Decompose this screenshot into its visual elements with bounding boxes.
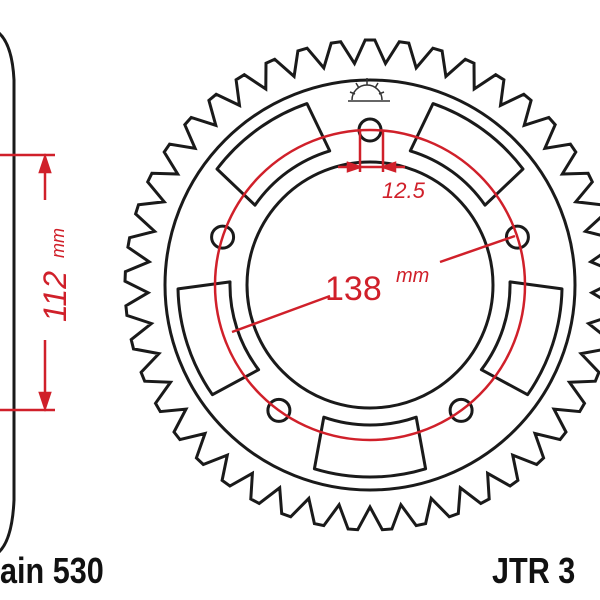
lightening-hole (215, 102, 332, 207)
sprocket-side-profile (0, 31, 16, 553)
bolt-circle-value: 138 (325, 270, 382, 308)
bolt-hole-value: 12.5 (382, 178, 426, 203)
side-view (0, 31, 16, 553)
sprocket-front-view (123, 38, 600, 532)
lightening-hole (408, 102, 525, 207)
lightening-hole (312, 415, 428, 479)
center-bore (245, 160, 495, 410)
arrowhead-up (38, 153, 52, 174)
chain-size-label: ain 530 (0, 550, 104, 591)
lightening-holes (176, 102, 564, 479)
sun-logo-icon (348, 78, 390, 102)
lightening-hole (176, 280, 261, 397)
center-bore-value: 112 (37, 271, 73, 322)
bolt-circle-line (213, 128, 527, 442)
sprocket-body-ring (163, 78, 577, 492)
bolt-holes (210, 117, 530, 423)
lightening-hole (479, 280, 564, 397)
bolt-circle-dim-right (439, 234, 516, 264)
arrowhead-down (38, 391, 52, 412)
bolt-circle-dim-left (231, 294, 331, 334)
bolt-hole (504, 224, 530, 250)
arrowhead-right (346, 161, 364, 173)
sprocket-teeth-outline (123, 38, 600, 532)
part-number-label: JTR 3 (492, 550, 576, 591)
center-bore-unit: mm (48, 228, 68, 258)
bolt-hole (448, 397, 474, 423)
dimension-text: 138 mm 12.5 112 mm (37, 178, 429, 322)
arrowhead-left (379, 161, 397, 173)
bolt-circle-unit: mm (396, 265, 429, 287)
bolt-hole (266, 397, 292, 423)
bolt-hole (210, 224, 236, 250)
dimension-lines (0, 128, 527, 442)
